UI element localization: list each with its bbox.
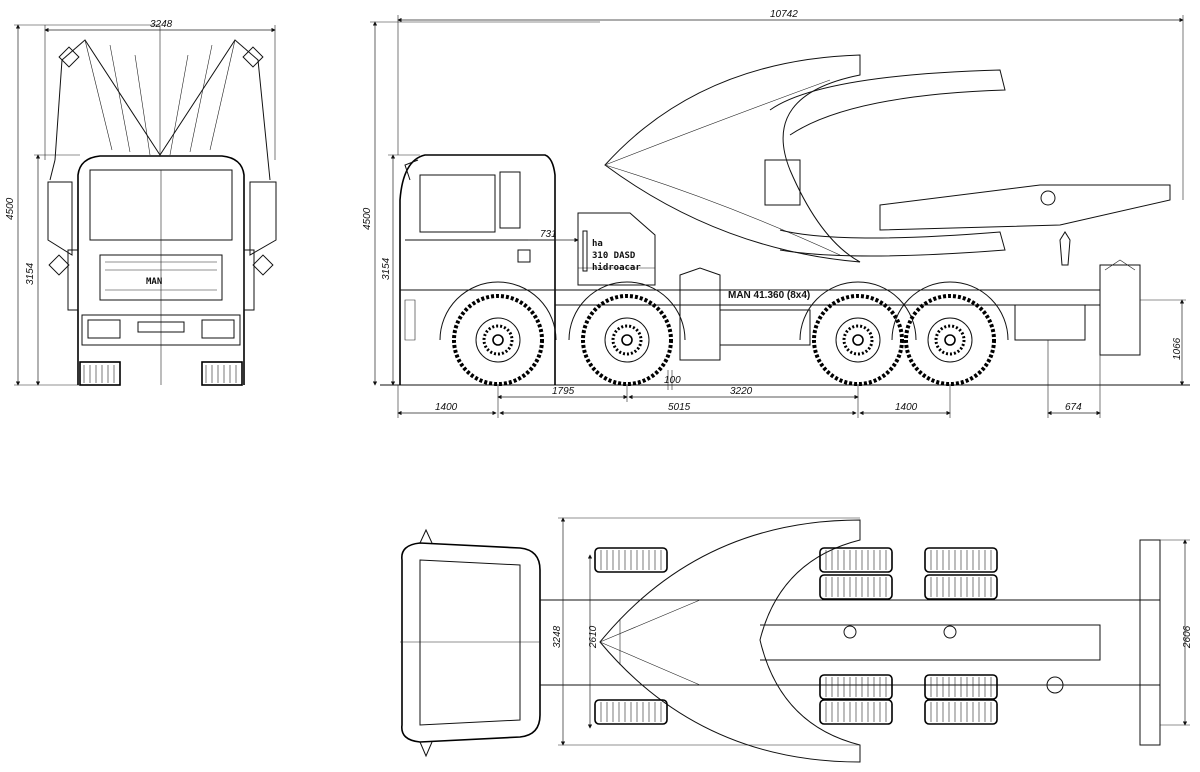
top-tyre — [819, 699, 893, 725]
rear-dim: 674 — [1065, 402, 1082, 413]
side-view: ha 310 DASD hidroacar MAN 41.360 (8x4) 1… — [362, 9, 1190, 418]
top-tyre — [924, 547, 998, 573]
side-view-cab — [399, 154, 556, 385]
side-view-wheels — [439, 281, 1009, 386]
top-tyre — [924, 574, 998, 600]
front-view-cab: MAN — [67, 155, 255, 385]
overall-length-dim: 10742 — [770, 9, 798, 20]
chassis-model-label: MAN 41.360 (8x4) — [728, 290, 810, 301]
wheelbase-2-dim: 3220 — [730, 386, 753, 397]
rear-axle-spacing-dim: 1400 — [895, 402, 918, 413]
wheelbase-total-dim: 5015 — [668, 402, 691, 413]
front-overhang-dim: 1400 — [435, 402, 458, 413]
front-view: MAN 3248 4500 3154 — [5, 19, 277, 386]
side-height-cab-dim: 3154 — [381, 257, 392, 280]
top-frame-width-dim: 2610 — [588, 625, 599, 649]
side-wheel — [799, 281, 917, 386]
side-view-dimensions: 10742 4500 3154 731 1066 100 1795 — [362, 9, 1186, 418]
top-tyre — [594, 547, 668, 573]
wheelbase-1-dim: 1795 — [552, 386, 575, 397]
body-offset-dim: 731 — [540, 229, 557, 240]
body-brand-line2: 310 DASD — [592, 251, 636, 261]
top-open-width-dim: 3248 — [552, 625, 563, 648]
top-tyre — [819, 547, 893, 573]
gap-dim: 100 — [664, 375, 681, 386]
side-view-grab — [604, 54, 1171, 266]
top-tyre — [924, 699, 998, 725]
top-view: 3248 2610 2606 — [400, 517, 1193, 763]
top-view-dimensions: 3248 2610 2606 — [552, 517, 1193, 746]
side-wheel — [439, 281, 557, 386]
front-grille-logo: MAN — [146, 277, 162, 287]
side-view-chassis: ha 310 DASD hidroacar MAN 41.360 (8x4) — [555, 212, 1141, 361]
top-view-cab — [400, 528, 541, 758]
side-wheel — [891, 281, 1009, 386]
top-tyre — [594, 699, 668, 725]
side-height-total-dim: 4500 — [362, 207, 373, 230]
front-width-dim: 3248 — [150, 19, 173, 30]
body-brand-line3: hidroacar — [592, 262, 641, 273]
front-view-wheels — [79, 361, 243, 386]
top-tyre — [819, 674, 893, 700]
front-height-cab-dim: 3154 — [25, 262, 36, 285]
body-brand-line1: ha — [592, 239, 603, 249]
top-view-wheels — [594, 547, 998, 725]
top-rear-width-dim: 2606 — [1182, 625, 1193, 649]
front-height-total-dim: 4500 — [5, 197, 16, 220]
top-tyre — [819, 574, 893, 600]
side-wheel — [568, 281, 686, 386]
rear-height-dim: 1066 — [1172, 337, 1183, 360]
front-view-grab-fan — [47, 25, 277, 276]
front-view-dimensions: 3248 4500 3154 — [5, 19, 276, 386]
top-tyre — [924, 674, 998, 700]
